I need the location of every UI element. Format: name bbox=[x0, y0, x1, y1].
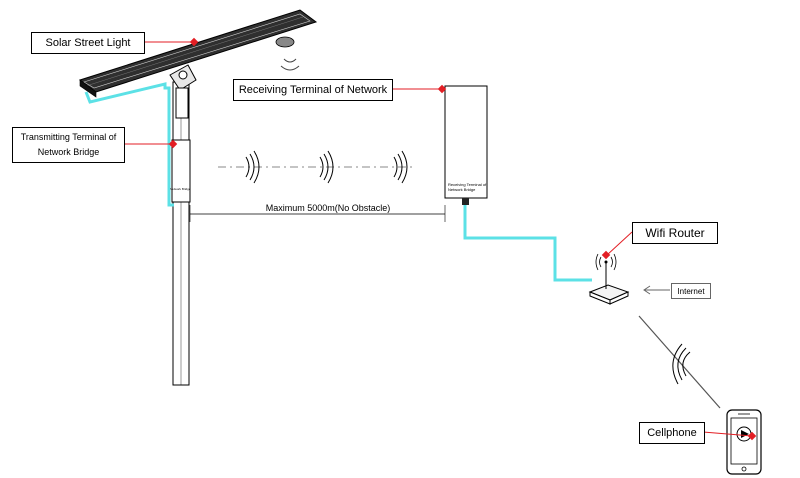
cellphone-label: Cellphone bbox=[639, 422, 705, 444]
router-cable bbox=[463, 205, 592, 282]
internet-arrow bbox=[643, 285, 670, 295]
receiving-terminal-text: Receiving Terminal of Network bbox=[238, 84, 388, 96]
wifi-router-label: Wifi Router bbox=[632, 222, 718, 244]
cellphone-device bbox=[726, 409, 762, 475]
wifi-router-text: Wifi Router bbox=[645, 226, 705, 240]
wifi-router bbox=[588, 253, 630, 305]
internet-label: Internet bbox=[671, 283, 711, 299]
lamp-pole bbox=[172, 81, 190, 386]
distance-dimension bbox=[189, 205, 446, 222]
transmitting-terminal-line2: Network Bridge bbox=[37, 147, 100, 157]
solar-street-light-text: Solar Street Light bbox=[45, 37, 131, 49]
receiver-device bbox=[444, 85, 488, 205]
solar-street-light-label: Solar Street Light bbox=[31, 32, 145, 54]
cellphone-text: Cellphone bbox=[647, 427, 697, 439]
transmitter-device bbox=[171, 139, 191, 203]
receiving-terminal-label: Receiving Terminal of Network bbox=[233, 79, 393, 101]
internet-text: Internet bbox=[677, 286, 705, 296]
pole-bracket bbox=[169, 64, 197, 119]
transmitting-terminal-label: Transmitting Terminal of Network Bridge bbox=[12, 127, 125, 163]
router-phone-signal bbox=[638, 315, 721, 409]
distance-label: Maximum 5000m(No Obstacle) bbox=[265, 203, 391, 213]
wireless-signal-link bbox=[218, 150, 412, 184]
receiver-device-text-line2: Network Bridge bbox=[448, 187, 476, 192]
receiver-device-text: Receiving Terminal of Network Bridge bbox=[448, 182, 488, 192]
receiver-device-text-line1: Receiving Terminal of bbox=[448, 182, 487, 187]
panel-cable bbox=[84, 82, 174, 207]
lamp-head bbox=[275, 36, 300, 71]
solar-panel bbox=[78, 9, 318, 98]
transmitting-terminal-line1: Transmitting Terminal of bbox=[20, 132, 117, 142]
transmitter-device-text: Network Bridge bbox=[170, 187, 191, 191]
